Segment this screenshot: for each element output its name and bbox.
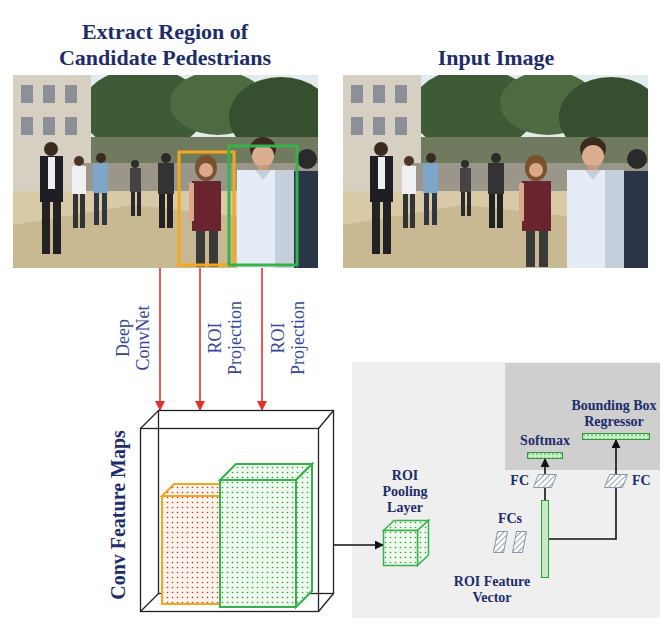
head-panel: [352, 362, 660, 618]
node-label: ROI Pooling Layer: [370, 468, 440, 516]
roi-pooling-cube: ROI Pooling Layer: [383, 520, 429, 566]
roi-box: [179, 152, 234, 265]
street-photo: [343, 75, 650, 268]
fc-block: [604, 474, 628, 488]
fc-layer: FC: [533, 474, 557, 488]
softmax-layer: Softmax: [527, 452, 563, 459]
street-photo: [13, 75, 318, 268]
flow-line: [544, 488, 546, 500]
vector-bar: [541, 500, 549, 578]
node-label: ROI Feature Vector: [449, 574, 535, 606]
projection-arrow: [261, 268, 263, 410]
node-label: FCs: [485, 511, 535, 527]
edge-label: Deep ConvNet: [113, 291, 153, 386]
node-label: Input Image: [371, 45, 621, 70]
edge-label: ROI Projection: [268, 291, 308, 386]
flow-arrow: [544, 459, 546, 474]
output-panel: [505, 363, 660, 470]
node-label: Conv Feature Maps: [107, 430, 130, 600]
feature-cube: [140, 410, 334, 612]
node-label: Softmax: [516, 433, 574, 449]
flow-line: [549, 488, 616, 539]
input-image: Input Image: [343, 75, 650, 268]
node-label: Extract Region of Candidate Pedestrians: [40, 19, 290, 70]
output-bar: [582, 433, 650, 440]
projection-arrow: [199, 268, 201, 410]
node-label: Bounding Box Regressor: [568, 398, 660, 430]
pooling-cube: [383, 520, 429, 566]
convnet-arrow: [159, 268, 161, 410]
roi-box: [229, 146, 297, 265]
fc-block: [533, 474, 557, 488]
fc-layers: FCs: [493, 531, 527, 553]
fc-layer: FC: [604, 474, 628, 488]
node-label: FC: [510, 473, 529, 489]
feature-map-volume: Conv Feature Maps: [140, 410, 334, 612]
node-label: FC: [632, 473, 651, 489]
output-bar: [527, 452, 563, 459]
fc-blocks: [493, 531, 527, 553]
bbox-regressor: Bounding Box Regressor: [582, 433, 650, 440]
pooling-arrow: [334, 544, 383, 546]
feature-vector: ROI Feature Vector: [541, 500, 549, 578]
flow-arrow: [615, 440, 617, 474]
edge-label: ROI Projection: [205, 291, 245, 386]
candidate-image: Extract Region of Candidate Pedestrians: [13, 75, 318, 268]
